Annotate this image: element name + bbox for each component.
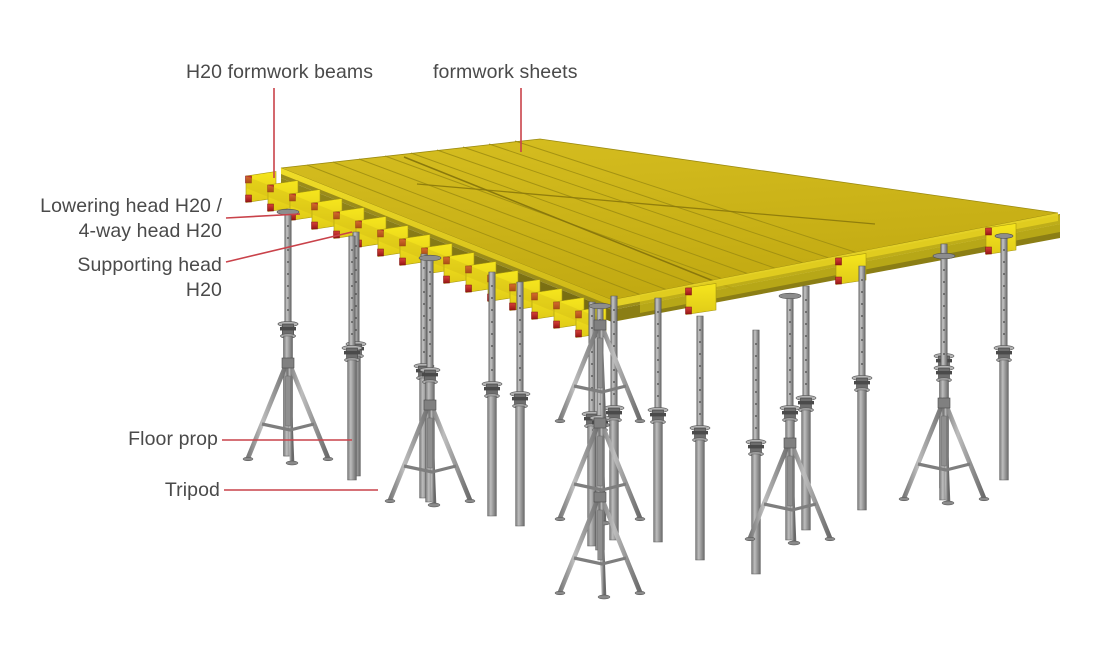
label-tripod: Tripod [164,479,220,501]
label-supporting-head-h20: Supporting head H20 [77,254,222,301]
leader-lowering-head [225,213,301,219]
deck-panel-joints [403,156,737,291]
label-lowering-head-h20: Lowering head H20 / 4-way head H20 [40,195,222,242]
label-h20-formwork-beams: H20 formwork beams [186,61,374,83]
label-floor-prop: Floor prop [128,428,218,450]
leader-supporting-head [225,231,353,263]
label-formwork-sheets: formwork sheets [433,61,578,83]
h20-beam-row [245,171,1017,338]
prop-head-fittings [276,208,1014,310]
deck-sheet-seams [306,140,874,296]
